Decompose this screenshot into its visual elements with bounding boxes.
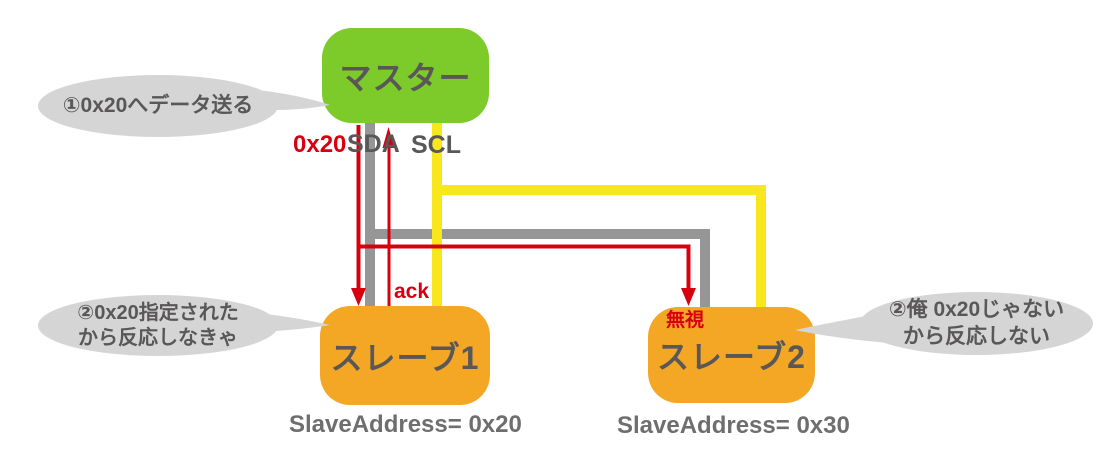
ack-line — [387, 146, 391, 307]
sda-label: SDA — [347, 130, 400, 158]
master-box: マスター — [322, 28, 489, 123]
bubble-line: ②俺 0x20じゃない — [888, 298, 1065, 322]
sda-wire-to-slave2 — [700, 229, 710, 308]
slave2-label: スレーブ2 — [657, 339, 806, 375]
master-speech-bubble: ①0x20へデータ送る — [38, 75, 278, 137]
master-label: マスター — [339, 59, 472, 96]
address-line-horizontal — [356, 244, 690, 249]
bubble-line: から反応しない — [903, 324, 1050, 348]
bubble-line: ②0x20指定された — [77, 301, 239, 324]
bubble-line: から反応しなきゃ — [78, 326, 238, 349]
arrowhead-slave1 — [351, 288, 366, 306]
address-line-to-slave2 — [686, 244, 691, 290]
address-value-label: 0x20 — [293, 131, 347, 158]
bubble-line: ①0x20へデータ送る — [62, 93, 254, 117]
slave2-box: スレーブ2 — [648, 307, 815, 403]
scl-wire-to-slave2 — [756, 185, 766, 308]
ignore-label: 無視 — [666, 310, 705, 331]
scl-wire — [432, 122, 766, 308]
slave1-label: スレーブ1 — [330, 339, 480, 376]
slave1-address-label: SlaveAddress= 0x20 — [289, 411, 522, 438]
slave1-speech-bubble: ②0x20指定された から反応しなきゃ — [38, 295, 278, 356]
scl-label: SCL — [411, 131, 461, 159]
arrowhead-slave2 — [681, 288, 696, 306]
slave1-box: スレーブ1 — [320, 306, 490, 405]
sda-wire-horizontal — [365, 229, 710, 239]
scl-wire-horizontal — [432, 185, 766, 195]
slave2-address-label: SlaveAddress= 0x30 — [617, 412, 850, 439]
slave2-speech-bubble: ②俺 0x20じゃない から反応しない — [860, 292, 1093, 355]
address-signal-arrow — [351, 125, 696, 306]
ack-label: ack — [394, 280, 430, 303]
